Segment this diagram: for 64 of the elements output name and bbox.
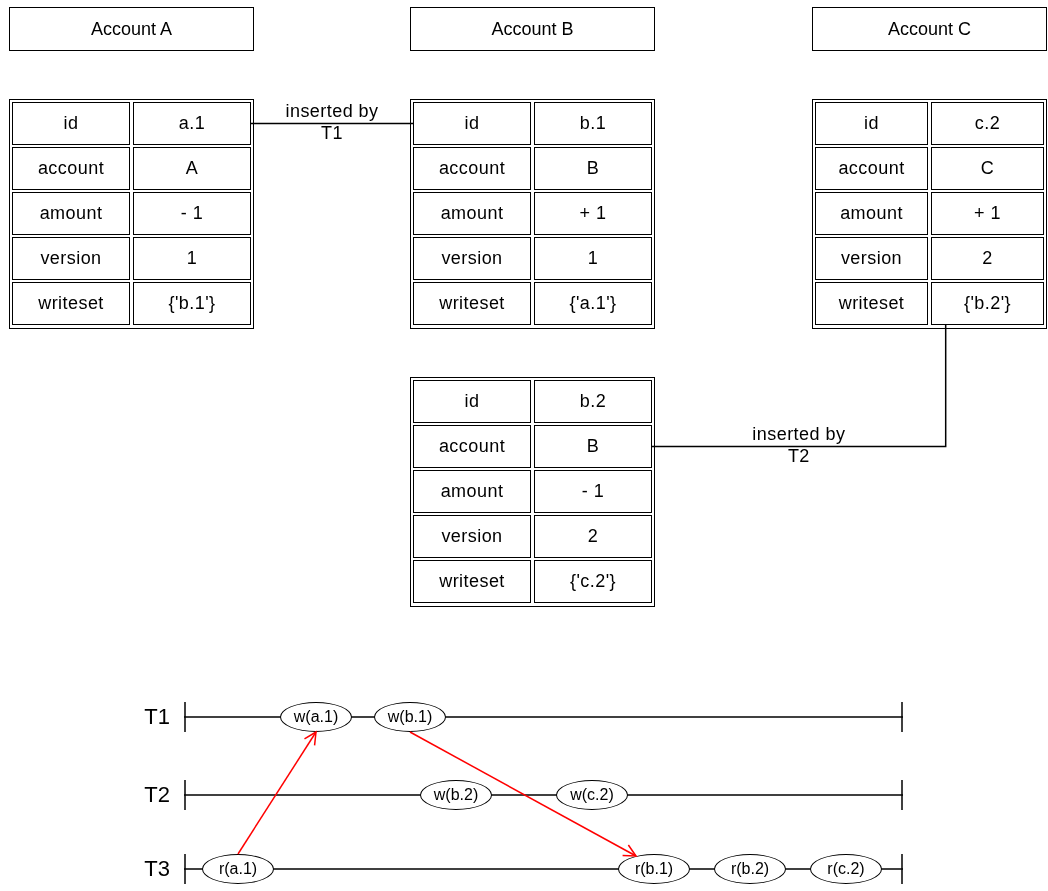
- table-cell: account: [815, 147, 928, 190]
- table-cell: version: [12, 237, 130, 280]
- table-cell: 2: [534, 515, 652, 558]
- record-table: [410, 377, 655, 607]
- table-cell: amount: [12, 192, 130, 235]
- timeline-label: T2: [144, 784, 170, 806]
- arrow: [409, 731, 637, 857]
- table-cell: writeset: [815, 282, 928, 325]
- table-cell: 1: [534, 237, 652, 280]
- table-cell: - 1: [133, 192, 251, 235]
- table-cell: + 1: [931, 192, 1044, 235]
- table-cell: {'c.2'}: [534, 560, 652, 603]
- table-cell: amount: [413, 470, 531, 513]
- arrow: [237, 731, 317, 855]
- table-cell: writeset: [413, 282, 531, 325]
- table-cell: B: [534, 147, 652, 190]
- table-cell: - 1: [534, 470, 652, 513]
- edge-label: inserted by T1: [284, 99, 380, 144]
- event-ellipse: r(b.1): [618, 854, 690, 884]
- connector-line: [651, 324, 947, 448]
- table-cell: B: [534, 425, 652, 468]
- table-cell: version: [413, 237, 531, 280]
- record-table: [812, 99, 1047, 329]
- event-ellipse: r(c.2): [810, 854, 882, 884]
- table-cell: b.1: [534, 102, 652, 145]
- table-cell: + 1: [534, 192, 652, 235]
- table-cell: a.1: [133, 102, 251, 145]
- table-cell: id: [12, 102, 130, 145]
- event-ellipse: r(b.2): [714, 854, 786, 884]
- event-ellipse: w(c.2): [556, 780, 628, 810]
- table-cell: {'b.2'}: [931, 282, 1044, 325]
- table-cell: C: [931, 147, 1044, 190]
- table-cell: amount: [413, 192, 531, 235]
- table-cell: {'a.1'}: [534, 282, 652, 325]
- table-cell: A: [133, 147, 251, 190]
- table-cell: account: [413, 147, 531, 190]
- table-cell: account: [413, 425, 531, 468]
- event-ellipse: r(a.1): [202, 854, 274, 884]
- account-header-box: Account A: [9, 7, 254, 51]
- table-cell: version: [413, 515, 531, 558]
- edge-label: inserted by T2: [751, 422, 847, 467]
- table-cell: 2: [931, 237, 1044, 280]
- table-cell: account: [12, 147, 130, 190]
- table-cell: id: [815, 102, 928, 145]
- account-header-box: Account B: [410, 7, 655, 51]
- table-cell: id: [413, 380, 531, 423]
- table-cell: {'b.1'}: [133, 282, 251, 325]
- timeline-label: T1: [144, 706, 170, 728]
- table-cell: writeset: [12, 282, 130, 325]
- event-ellipse: w(b.1): [374, 702, 446, 732]
- table-cell: id: [413, 102, 531, 145]
- table-cell: amount: [815, 192, 928, 235]
- table-cell: 1: [133, 237, 251, 280]
- connector-line: [250, 122, 414, 125]
- event-ellipse: w(b.2): [420, 780, 492, 810]
- event-ellipse: w(a.1): [280, 702, 352, 732]
- table-cell: writeset: [413, 560, 531, 603]
- record-table: [9, 99, 254, 329]
- table-cell: c.2: [931, 102, 1044, 145]
- record-table: [410, 99, 655, 329]
- account-header-box: Account C: [812, 7, 1047, 51]
- table-cell: version: [815, 237, 928, 280]
- timeline-label: T3: [144, 858, 170, 880]
- table-cell: b.2: [534, 380, 652, 423]
